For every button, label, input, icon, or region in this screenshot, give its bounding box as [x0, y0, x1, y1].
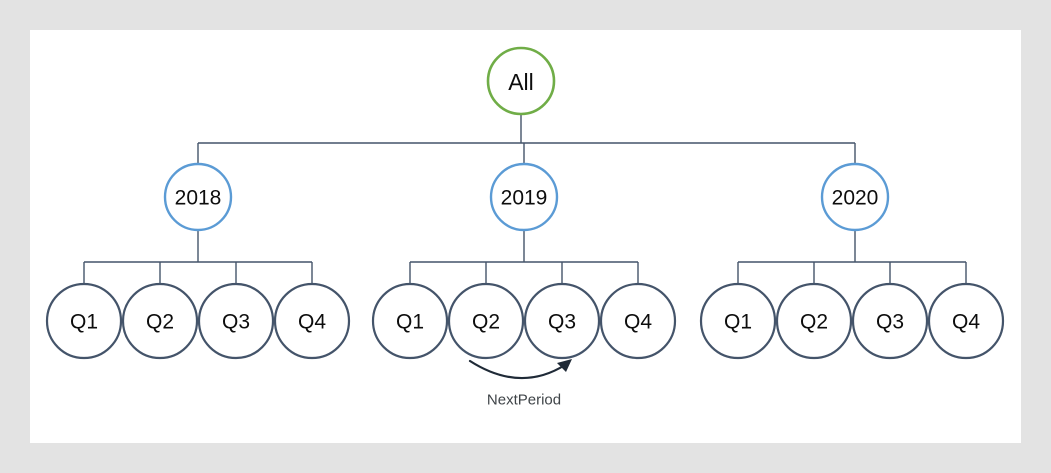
node-2020-q3-label: Q3 — [876, 311, 904, 334]
node-2018-q2-circle[interactable] — [121, 282, 199, 360]
node-2019-q1-label: Q1 — [396, 311, 424, 334]
node-2020-q3[interactable]: Q3 — [851, 282, 929, 360]
node-2020-q2[interactable]: Q2 — [775, 282, 853, 360]
node-2020-q4-circle[interactable] — [927, 282, 1005, 360]
node-2019-q2[interactable]: Q2 — [447, 282, 525, 360]
node-2018-q1-circle[interactable] — [45, 282, 123, 360]
node-2018-q3[interactable]: Q3 — [197, 282, 275, 360]
node-2020-q1[interactable]: Q1 — [699, 282, 777, 360]
node-year-2018-circle[interactable] — [163, 162, 233, 232]
node-2018-q4-label: Q4 — [298, 311, 326, 334]
node-2018-q4[interactable]: Q4 — [273, 282, 351, 360]
node-year-2020-label: 2020 — [832, 187, 879, 210]
node-all-circle[interactable] — [486, 46, 556, 116]
node-2020-q2-circle[interactable] — [775, 282, 853, 360]
node-2018-q2-label: Q2 — [146, 311, 174, 334]
node-2019-q2-label: Q2 — [472, 311, 500, 334]
node-2019-q4-circle[interactable] — [599, 282, 677, 360]
node-2019-q3-circle[interactable] — [523, 282, 601, 360]
connector-group-2020-to-quarters — [737, 230, 967, 284]
connector-group-root-to-years — [197, 114, 856, 164]
next-period-arrow-icon — [468, 359, 567, 380]
node-2019-q1[interactable]: Q1 — [371, 282, 449, 360]
node-2018-q3-circle[interactable] — [197, 282, 275, 360]
node-2020-q3-circle[interactable] — [851, 282, 929, 360]
node-year-2018[interactable]: 2018 — [163, 162, 233, 232]
node-2018-q1-label: Q1 — [70, 311, 98, 334]
node-2019-q3[interactable]: Q3 — [523, 282, 601, 360]
node-year-2019[interactable]: 2019 — [489, 162, 559, 232]
node-2020-q4-label: Q4 — [952, 311, 980, 334]
node-2018-q3-label: Q3 — [222, 311, 250, 334]
node-2019-q1-circle[interactable] — [371, 282, 449, 360]
node-year-2020[interactable]: 2020 — [820, 162, 890, 232]
node-2020-q1-circle[interactable] — [699, 282, 777, 360]
node-2019-q3-label: Q3 — [548, 311, 576, 334]
connector-group-2019-to-quarters — [409, 230, 639, 284]
node-year-2019-label: 2019 — [501, 187, 548, 210]
node-2019-q4-label: Q4 — [624, 311, 652, 334]
node-all-label: All — [508, 69, 534, 95]
next-period-arrowhead-icon — [557, 359, 572, 372]
node-2018-q2[interactable]: Q2 — [121, 282, 199, 360]
node-2019-q4[interactable]: Q4 — [599, 282, 677, 360]
node-year-2018-label: 2018 — [175, 187, 222, 210]
connector-group-2018-to-quarters — [83, 230, 313, 284]
node-all[interactable]: All — [486, 46, 556, 116]
node-2020-q1-label: Q1 — [724, 311, 752, 334]
next-period-label: NextPeriod — [487, 392, 561, 409]
node-2019-q2-circle[interactable] — [447, 282, 525, 360]
node-year-2019-circle[interactable] — [489, 162, 559, 232]
node-2018-q1[interactable]: Q1 — [45, 282, 123, 360]
node-2020-q4[interactable]: Q4 — [927, 282, 1005, 360]
node-2020-q2-label: Q2 — [800, 311, 828, 334]
node-year-2020-circle[interactable] — [820, 162, 890, 232]
node-2018-q4-circle[interactable] — [273, 282, 351, 360]
next-period-annotation: NextPeriod — [468, 359, 572, 409]
